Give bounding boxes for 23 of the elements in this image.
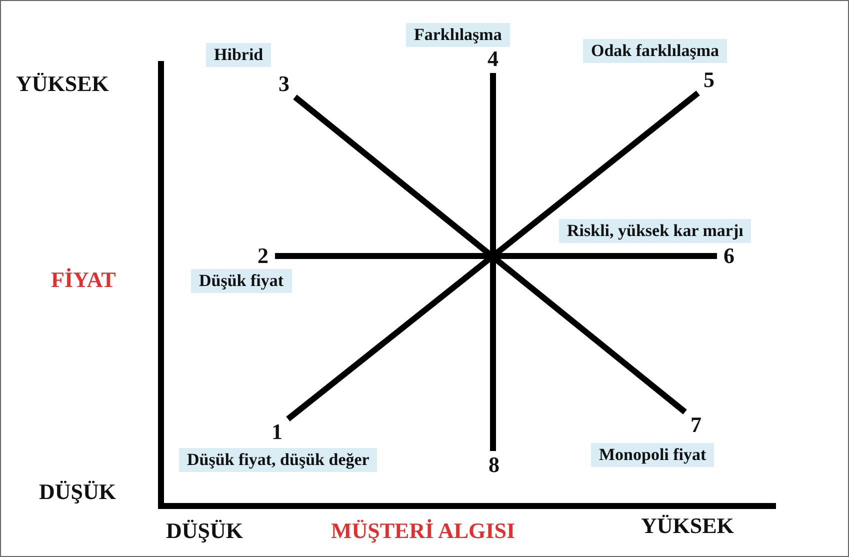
line xyxy=(275,253,717,259)
position-number: 4 xyxy=(481,45,505,73)
axis-label: DÜŞÜK xyxy=(39,479,116,505)
axis-label: YÜKSEK xyxy=(16,71,109,97)
position-number: 8 xyxy=(482,451,506,479)
strategy-label: Düşük fiyat, düşük değer xyxy=(179,448,378,472)
line xyxy=(490,73,496,451)
position-number: 3 xyxy=(273,71,295,97)
strategy-label: Hibrid xyxy=(206,43,272,67)
axis-title: FİYAT xyxy=(51,267,116,293)
axis-label: YÜKSEK xyxy=(641,513,734,539)
position-number: 1 xyxy=(266,419,288,445)
axis-label: DÜŞÜK xyxy=(166,518,244,544)
position-number: 5 xyxy=(698,67,720,93)
strategy-label: Farklılaşma xyxy=(406,23,510,47)
position-number: 6 xyxy=(717,243,741,269)
axis-title: MÜŞTERİ ALGISI xyxy=(331,518,516,544)
position-number: 2 xyxy=(251,243,275,269)
position-number: 7 xyxy=(685,412,707,438)
strategy-label: Odak farklılaşma xyxy=(583,39,727,63)
strategy-label: Düşük fiyat xyxy=(191,269,292,293)
strategy-label: Riskli, yüksek kar marjı xyxy=(559,219,752,243)
strategy-label: Monopoli fiyat xyxy=(591,443,714,467)
